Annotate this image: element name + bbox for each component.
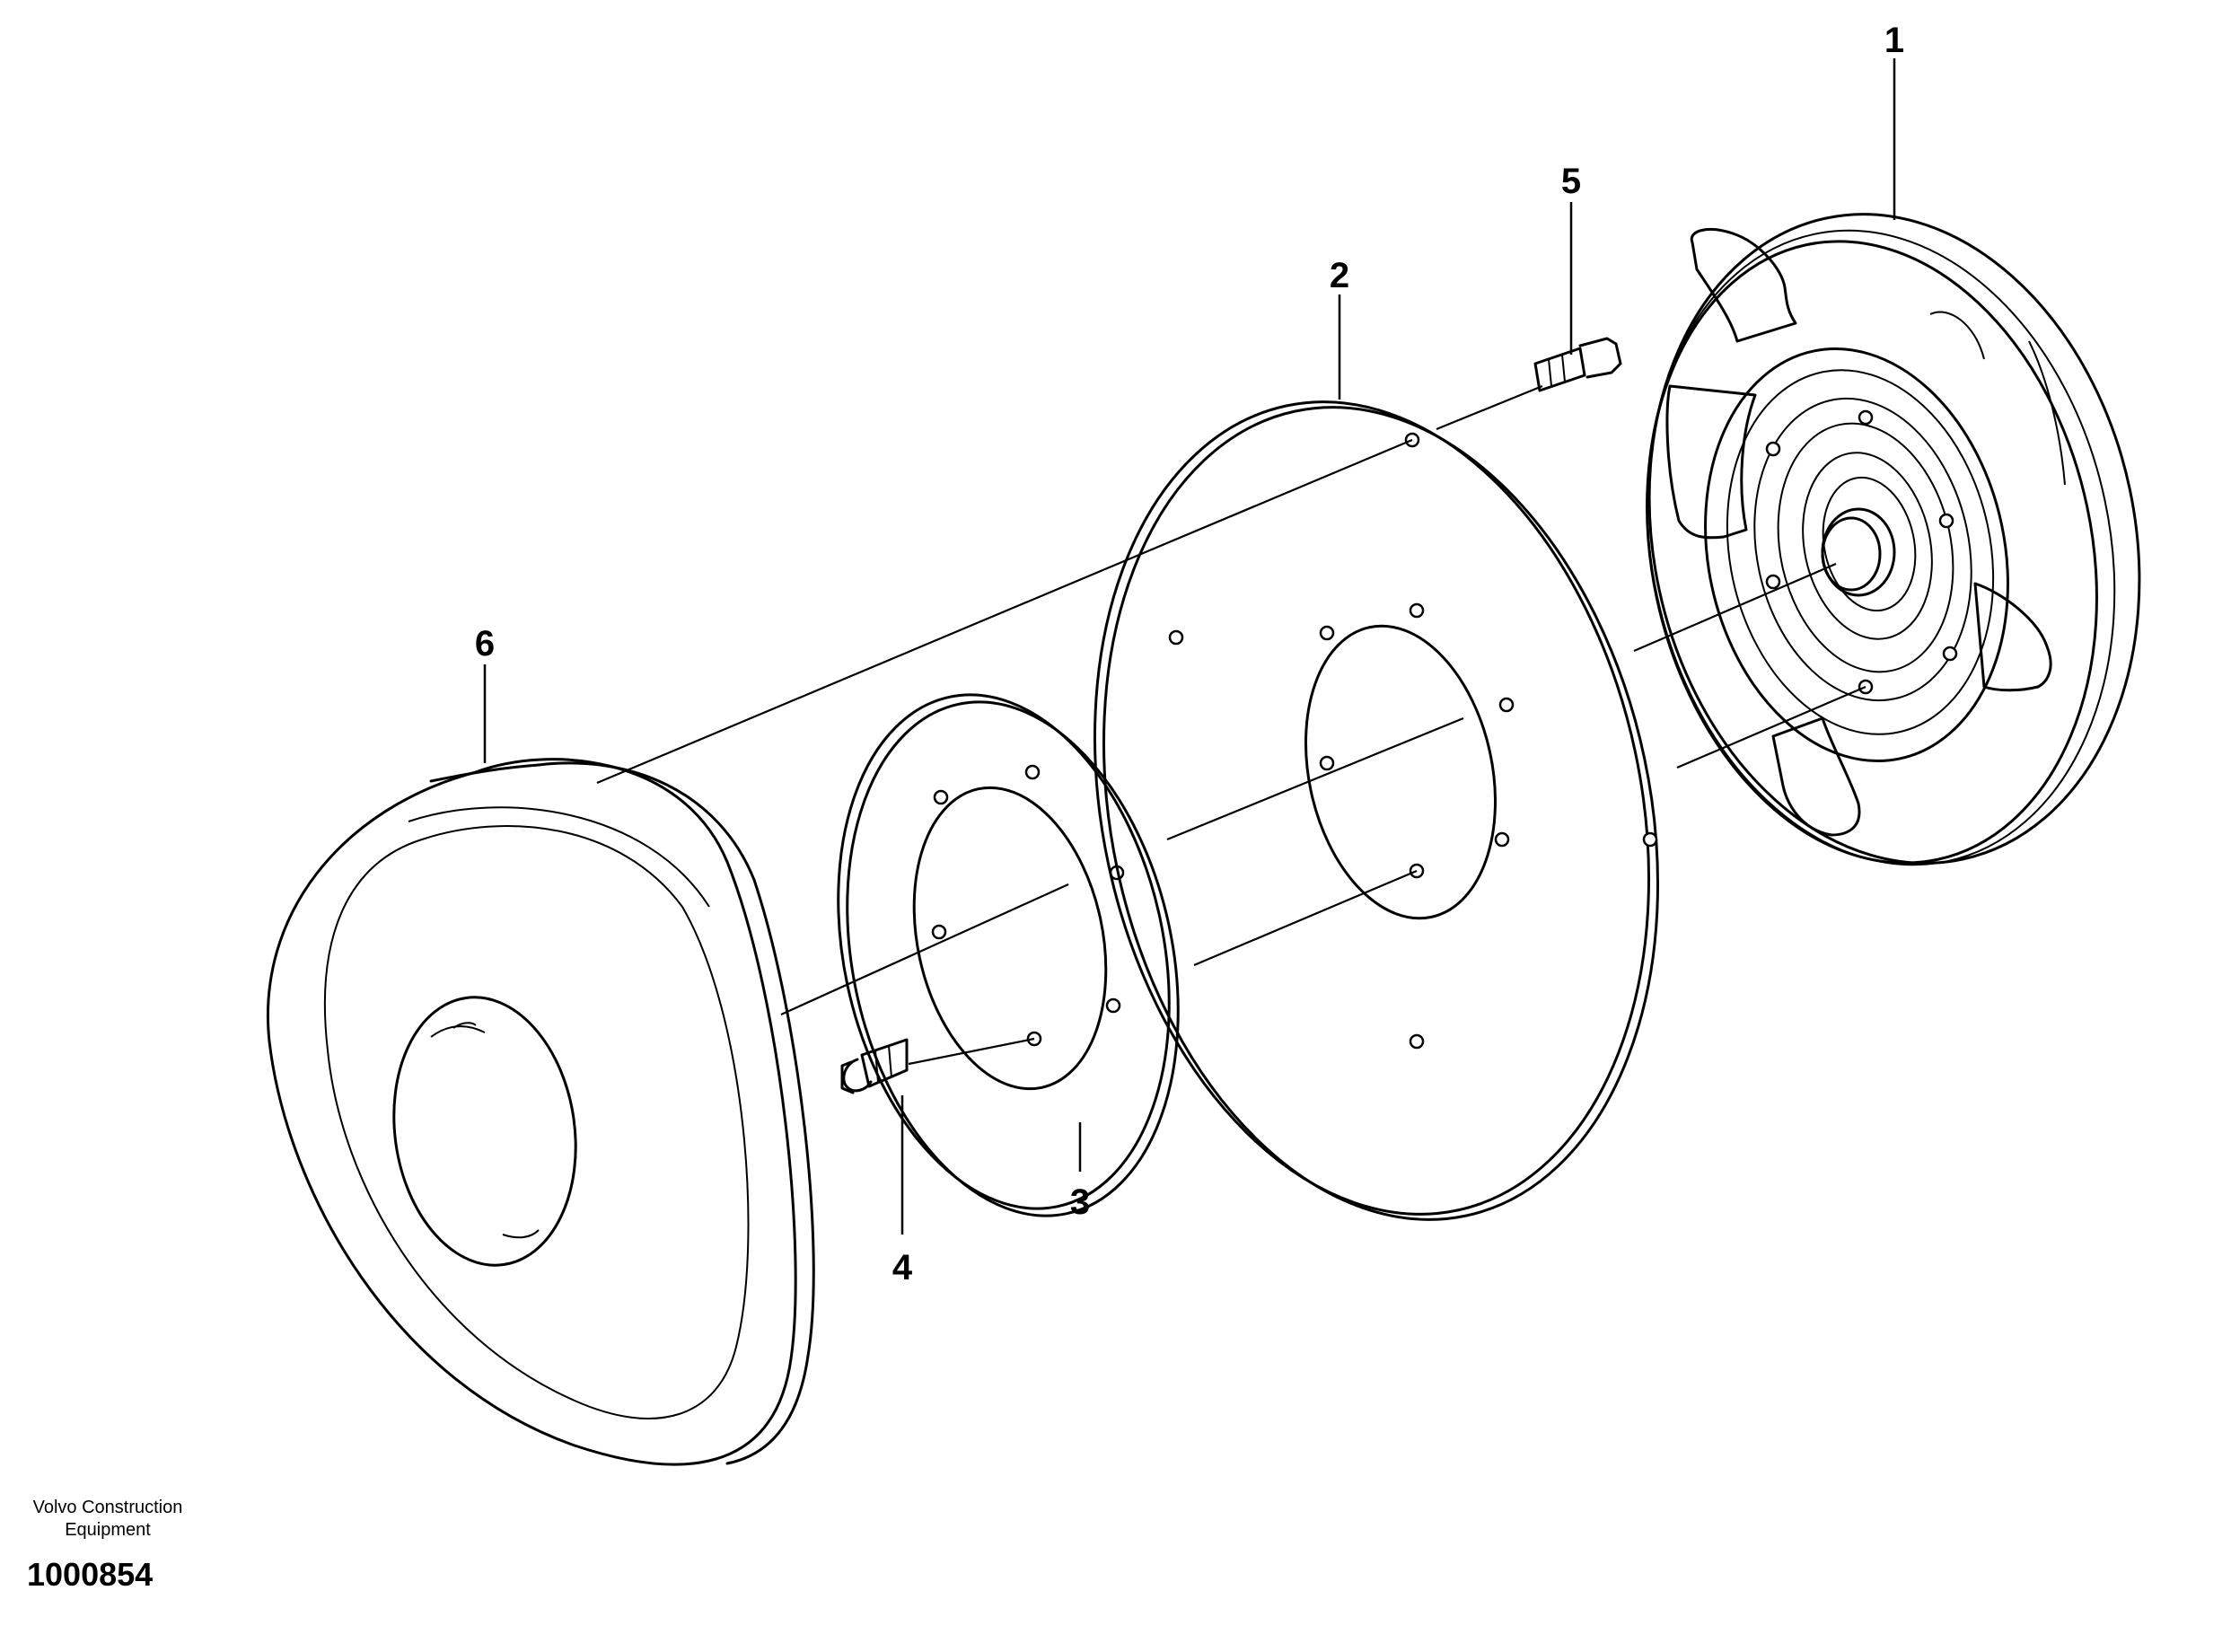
drawing-number: 1000854	[27, 1556, 154, 1593]
callout-5: 5	[1561, 162, 1581, 201]
callout-4: 4	[892, 1248, 913, 1287]
callout-leaders	[483, 58, 1896, 1235]
callout-6: 6	[475, 624, 495, 663]
part-6-flywheel	[267, 758, 815, 1466]
callout-3: 3	[1070, 1182, 1090, 1222]
assembly-lines	[596, 384, 1866, 1066]
part-1-torque-converter	[1646, 213, 2141, 866]
part-5-bolt	[1533, 337, 1622, 392]
company-name-line-2: Equipment	[65, 1520, 151, 1540]
company-name-line-1: Volvo Construction	[32, 1498, 183, 1517]
callout-1: 1	[1884, 21, 1904, 60]
part-4-bolt	[840, 1038, 909, 1094]
callout-2: 2	[1330, 256, 1349, 295]
part-3-flexplate	[837, 693, 1180, 1217]
part-2-flexplate	[1093, 400, 1660, 1221]
company-name: Volvo Construction Equipment	[0, 1497, 215, 1542]
